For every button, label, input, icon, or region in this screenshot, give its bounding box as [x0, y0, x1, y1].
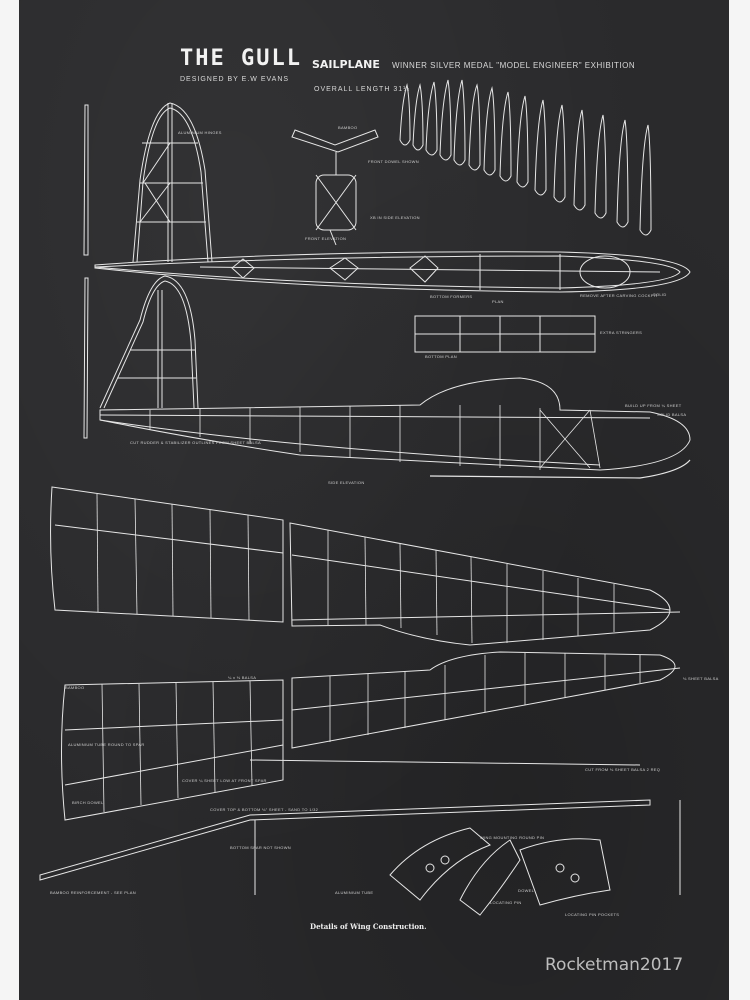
blueprint-poster — [19, 0, 729, 1000]
front-elevation — [291, 129, 379, 246]
label-solid-balsa: SOLID BALSA — [657, 412, 687, 417]
label-cover-top-bottom: COVER TOP & BOTTOM ⅛" SHEET - SAND TO 1/… — [210, 807, 319, 812]
label-dowel: DOWEL — [518, 888, 535, 893]
label-aluminium-tube: ALUMINIUM TUBE ROUND TO SPAR — [68, 742, 145, 747]
label-bamboo-reinf: BAMBOO REINFORCEMENT - SEE PLAN — [50, 890, 136, 895]
label-bottom-plan: BOTTOM PLAN — [425, 354, 457, 359]
fin-top-view — [132, 102, 213, 263]
label-build-up: BUILD UP FROM ¼ SHEET — [625, 403, 682, 408]
label-balsa: ¼ x ⅛ BALSA — [228, 675, 257, 680]
label-sheet-balsa: ⅛ SHEET BALSA — [683, 676, 719, 681]
fuselage-side-elevation — [99, 377, 691, 479]
label-cut-from: CUT FROM ⅛ SHEET BALSA 2 REQ — [585, 767, 661, 772]
label-aluminium-tube2: ALUMINIUM TUBE — [335, 890, 374, 895]
label-bottom-spar: BOTTOM SPAR NOT SHOWN — [230, 845, 291, 850]
fuselage-plan — [94, 251, 691, 293]
designer-text: DESIGNED BY E.W EVANS — [180, 76, 290, 83]
caption: Details of Wing Construction. — [310, 922, 427, 931]
wing-plan-lower — [61, 651, 681, 821]
label-plan: PLAN — [492, 299, 504, 304]
label-front-dowel: FRONT DOWEL SHOWN — [368, 159, 419, 164]
fin-side-elevation — [99, 275, 199, 409]
watermark: Rocketman2017 — [545, 955, 684, 975]
label-cut-rudder: CUT RUDDER & STABILIZER OUTLINES FROM SH… — [130, 440, 261, 445]
label-aluminium-hinges: ALUMINIUM HINGES — [178, 130, 222, 135]
overall-length: OVERALL LENGTH 31¼ — [314, 86, 410, 93]
label-solid: SOLID — [653, 292, 667, 297]
label-front-elevation: FRONT ELEVATION — [305, 236, 347, 241]
fin-edge-view — [83, 104, 89, 439]
label-bamboo: BAMBOO — [338, 125, 358, 130]
label-xb-side: XB IN SIDE ELEVATION — [370, 215, 420, 220]
label-remove-after: REMOVE AFTER CARVING COCKPIT — [580, 293, 658, 298]
label-side-elevation: SIDE ELEVATION — [328, 480, 365, 485]
label-locating-pin: LOCATING PIN — [490, 900, 522, 905]
fuselage-bottom-plan — [414, 315, 596, 353]
wing-root-detail — [389, 827, 611, 916]
label-locating-pin-pockets: LOCATING PIN POCKETS — [565, 912, 620, 917]
wing-spar-elevation — [39, 759, 681, 895]
label-bottom-formers: BOTTOM FORMERS — [430, 294, 473, 299]
label-cover-sheet: COVER ¼ SHEET LOW AT FRONT SPAR — [182, 778, 267, 783]
label-bamboo-wing: BAMBOO — [65, 685, 85, 690]
label-wing-mounting: WING MOUNTING ROUND PIN — [480, 835, 545, 840]
wing-ribs — [399, 79, 652, 236]
poster-subtitle: SAILPLANE — [312, 58, 380, 71]
label-birch-dowel: BIRCH DOWEL — [72, 800, 104, 805]
award-text: WINNER SILVER MEDAL "MODEL ENGINEER" EXH… — [392, 61, 636, 70]
poster-title: THE GULL — [180, 46, 302, 71]
label-extra-stringers: EXTRA STRINGERS — [600, 330, 643, 335]
wing-plan-upper — [50, 486, 681, 646]
